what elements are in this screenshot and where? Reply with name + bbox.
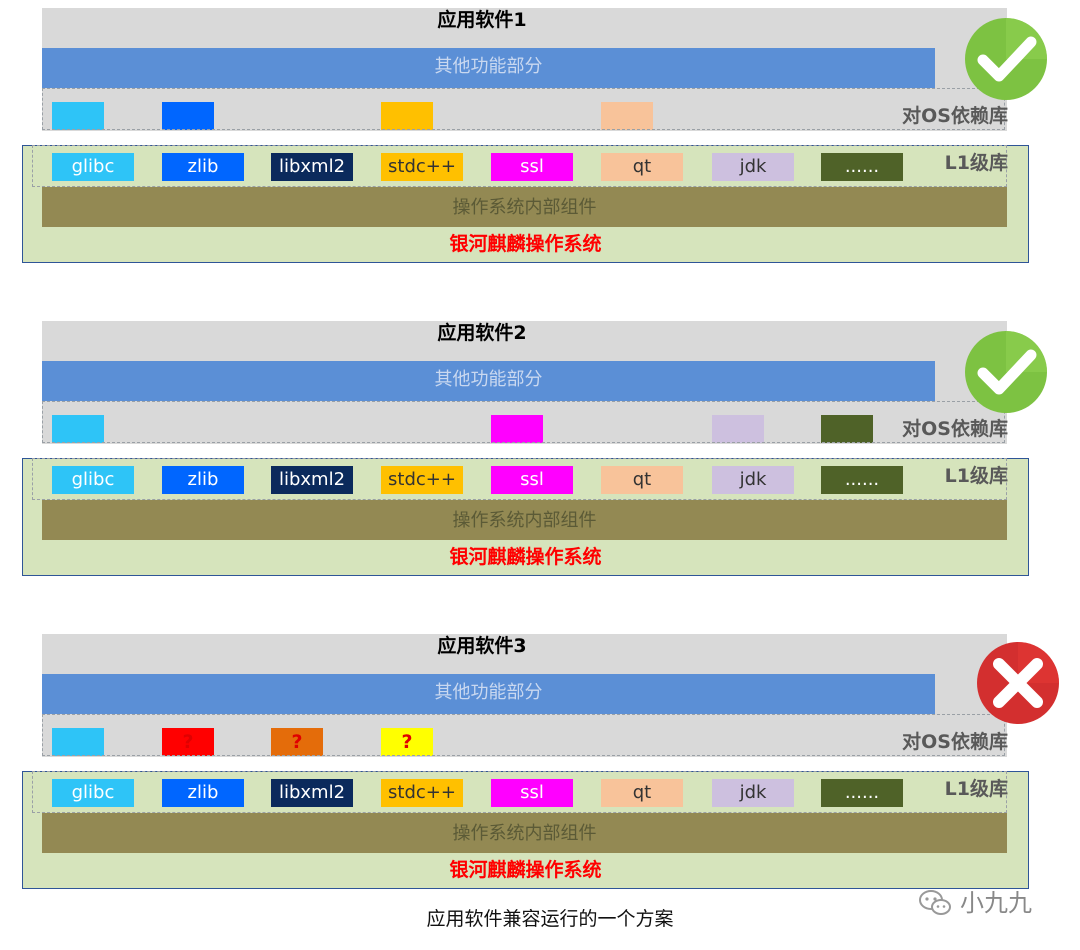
l1-outline — [32, 771, 1007, 813]
app-section: 应用软件1 其他功能部分对OS依赖库操作系统内部组件 glibc zlib libxml… — [0, 0, 1080, 270]
cross-icon — [977, 642, 1059, 724]
app-title: 应用软件2 — [437, 322, 527, 344]
dependency-outline — [42, 401, 1005, 443]
l1-label: L1级库 — [944, 152, 1008, 174]
dependency-block — [162, 102, 214, 130]
library-block: ssl — [491, 779, 573, 807]
dependency-block — [52, 415, 104, 443]
library-block: zlib — [162, 153, 244, 181]
check-icon — [965, 331, 1047, 413]
library-block: ...... — [821, 466, 903, 494]
os-internal-label: 操作系统内部组件 — [452, 510, 597, 531]
os-internal-label: 操作系统内部组件 — [452, 197, 597, 218]
dependency-block — [52, 102, 104, 130]
library-block: stdc++ — [381, 779, 463, 807]
library-block: jdk — [712, 779, 794, 807]
library-block: ...... — [821, 153, 903, 181]
watermark: 小九九 — [918, 885, 1058, 921]
other-functions-label: 其他功能部分 — [434, 369, 543, 390]
os-name: 银河麒麟操作系统 — [449, 546, 602, 568]
library-block: libxml2 — [271, 779, 353, 807]
dependency-block: ? — [381, 728, 433, 756]
other-functions-bar — [42, 361, 935, 401]
other-functions-label: 其他功能部分 — [434, 56, 543, 77]
library-block: glibc — [52, 153, 134, 181]
other-functions-label: 其他功能部分 — [434, 682, 543, 703]
dependency-outline — [42, 88, 1005, 130]
app-title: 应用软件3 — [437, 635, 527, 657]
library-block: glibc — [52, 466, 134, 494]
library-block: glibc — [52, 779, 134, 807]
library-block: ...... — [821, 779, 903, 807]
os-name: 银河麒麟操作系统 — [449, 233, 602, 255]
dependency-block: ? — [271, 728, 323, 756]
os-internal-bar — [42, 500, 1007, 540]
library-block: stdc++ — [381, 153, 463, 181]
wechat-icon — [919, 890, 951, 915]
dependency-outline — [42, 714, 1005, 756]
library-block: zlib — [162, 466, 244, 494]
watermark-text: 小九九 — [960, 889, 1032, 917]
os-internal-label: 操作系统内部组件 — [452, 823, 597, 844]
l1-label: L1级库 — [944, 465, 1008, 487]
figure-caption: 应用软件兼容运行的一个方案 — [426, 908, 674, 930]
library-block: jdk — [712, 466, 794, 494]
dependency-block — [381, 102, 433, 130]
dependency-block — [712, 415, 764, 443]
library-block: stdc++ — [381, 466, 463, 494]
dependency-label: 对OS依赖库 — [902, 731, 1008, 753]
library-block: jdk — [712, 153, 794, 181]
check-icon — [965, 18, 1047, 100]
dependency-block — [601, 102, 653, 130]
app-title: 应用软件1 — [437, 9, 527, 31]
library-block: zlib — [162, 779, 244, 807]
l1-outline — [32, 145, 1007, 187]
library-block: ssl — [491, 466, 573, 494]
dependency-block — [821, 415, 873, 443]
dependency-label: 对OS依赖库 — [902, 105, 1008, 127]
library-block: libxml2 — [271, 153, 353, 181]
library-block: qt — [601, 779, 683, 807]
library-block: ssl — [491, 153, 573, 181]
dependency-block — [491, 415, 543, 443]
os-internal-bar — [42, 187, 1007, 227]
dependency-block — [52, 728, 104, 756]
other-functions-bar — [42, 674, 935, 714]
other-functions-bar — [42, 48, 935, 88]
os-name: 银河麒麟操作系统 — [449, 859, 602, 881]
os-internal-bar — [42, 813, 1007, 853]
app-section: 应用软件2 其他功能部分对OS依赖库操作系统内部组件 glibc zlib libxml… — [0, 313, 1080, 583]
l1-label: L1级库 — [944, 778, 1008, 800]
dependency-block: ? — [162, 728, 214, 756]
library-block: qt — [601, 466, 683, 494]
dependency-label: 对OS依赖库 — [902, 418, 1008, 440]
l1-outline — [32, 458, 1007, 500]
library-block: qt — [601, 153, 683, 181]
library-block: libxml2 — [271, 466, 353, 494]
